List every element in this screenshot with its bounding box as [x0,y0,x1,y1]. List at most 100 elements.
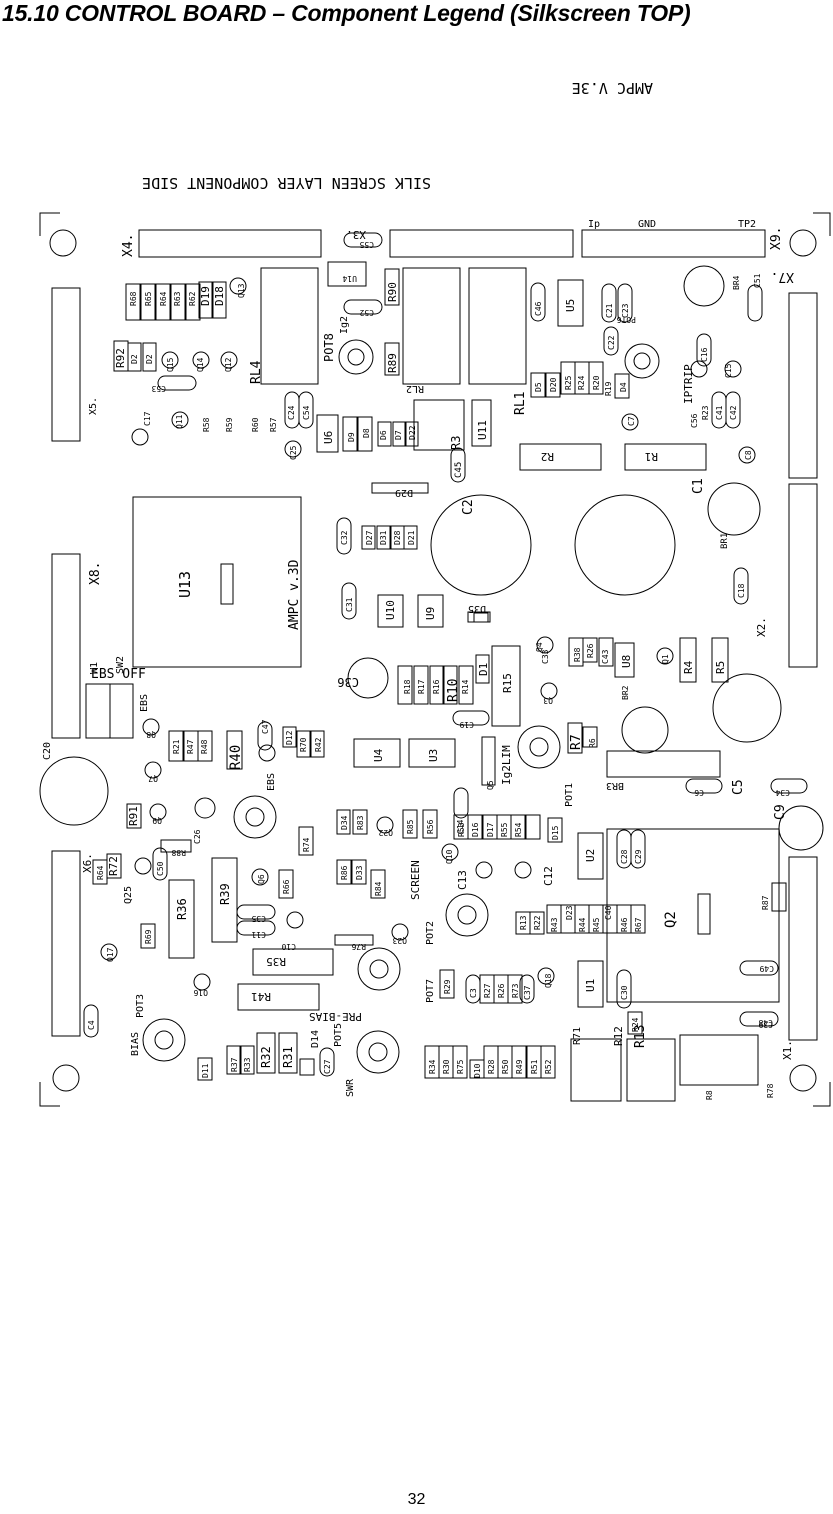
page-title: 15.10 CONTROL BOARD – Component Legend (… [2,0,691,26]
silk-r124: R24 [631,1017,640,1032]
silk-d1: D1 [477,663,490,676]
silk-c45: C45 [454,462,464,478]
silk-q4: Q4 [535,642,544,652]
silkscreen-board: AMPC V.3E SILK SCREEN LAYER COMPONENT SI… [39,79,831,1107]
silk-d18: D18 [213,286,226,306]
silk-c13: C13 [456,870,469,890]
silk-d17: D17 [486,822,495,837]
silk-r66: R66 [282,879,291,894]
silk-r57: R57 [269,417,278,432]
silk-d35: D35 [468,603,486,614]
silk-r76: R76 [351,942,366,951]
silk-r86: R86 [340,865,349,880]
silk-r13: R13 [519,915,528,930]
silk-r62: R62 [188,291,197,306]
silk-d10: D10 [473,1063,482,1078]
silk-c3: C3 [469,988,478,998]
silk-r50: R50 [501,1059,510,1074]
silk-r78: R78 [766,1083,775,1098]
silk-r88: R88 [171,848,186,857]
connector-x2: X2. [755,617,768,637]
silk-r89: R89 [386,353,399,373]
silk-r7: R7 [569,734,584,750]
connector-x6: X6. [81,853,94,873]
silk-c40: C40 [604,905,613,920]
silk-u11: U11 [476,420,489,440]
label-iptrip: IPTRIP [682,364,695,404]
silk-r26: R26 [586,643,595,658]
connector-x5: X5. [88,397,99,415]
label-bias: BIAS [130,1032,141,1056]
label-ebs-1: EBS [139,694,150,712]
silk-c52: C52 [359,308,374,317]
silk-r73: R73 [511,983,520,998]
silk-r8: R8 [705,1090,714,1100]
silk-u8: U8 [620,655,633,668]
bridge-br1: BR1 [720,533,730,549]
silk-r13b: R13 [633,1025,648,1048]
silk-d6: D6 [379,430,388,440]
silk-c30: C30 [620,985,629,1000]
silk-r72: R72 [107,856,120,876]
silk-r74: R74 [302,837,311,852]
silk-c11: C11 [251,930,266,939]
cap-c1: C1 [691,478,706,494]
silk-d7: D7 [394,430,403,440]
silk-label: SILK SCREEN LAYER COMPONENT SIDE [142,174,431,192]
silk-d27: D27 [365,530,374,545]
silk-r3: R3 [449,436,463,450]
silk-c23: C23 [621,303,630,318]
silk-c47: C47 [261,719,270,734]
silk-d28: D28 [393,530,402,545]
silk-d8: D8 [362,428,371,438]
silk-r42: R42 [314,737,323,752]
silk-u9: U9 [424,607,437,620]
pot-5: POT5 [333,1023,344,1047]
silk-r48: R48 [200,739,209,754]
connector-x9: X9. [769,227,784,250]
silk-c8: C8 [744,450,753,460]
silk-d21: D21 [407,530,416,545]
silk-c12: C12 [542,866,555,886]
silk-d34: D34 [340,815,349,830]
silk-q15: Q15 [166,357,175,372]
bridge-br3: BR3 [606,780,624,791]
res-r41: R41 [251,990,271,1003]
silk-c32: C32 [340,530,349,545]
silk-c7: C7 [627,416,636,426]
silk-c26: C26 [193,829,202,844]
silk-r18: R18 [403,679,412,694]
connector-x4: X4. [121,234,136,257]
silk-u2: U2 [584,849,597,862]
cap-c9: C9 [773,804,788,820]
silk-d33: D33 [355,865,364,880]
label-sw1: W1 [89,662,100,674]
silk-q8: Q8 [146,730,156,739]
silk-q11: Q11 [175,414,184,429]
silk-r52: R52 [544,1059,553,1074]
silk-r25: R25 [564,375,573,390]
silk-r83: R83 [356,815,365,830]
cap-c5: C5 [731,779,746,795]
silk-r47: R47 [186,739,195,754]
connector-x7: X7. [771,269,794,284]
silk-r6: R6 [588,738,597,748]
label-ebs-2: EBS [266,773,277,791]
pot-8: POT8 [322,333,336,362]
silk-r14: R14 [461,679,470,694]
silk-d2a: D2 [130,354,139,364]
pot-7: POT7 [425,979,436,1003]
res-r1: R1 [645,450,658,463]
silk-r38: R38 [573,647,582,662]
silk-r26b: R26 [497,983,506,998]
silk-r34: R34 [428,1059,437,1074]
silk-c34: C34 [775,788,790,797]
label-ig2: Ig2 [339,316,350,334]
res-r40: R40 [228,745,244,770]
silk-r87: R87 [761,895,770,910]
silk-c4: C4 [87,1020,96,1030]
silk-q14: Q14 [196,357,205,372]
silk-r12: R12 [612,1026,625,1046]
res-r36: R36 [175,898,189,920]
silk-r71: R71 [572,1027,583,1045]
